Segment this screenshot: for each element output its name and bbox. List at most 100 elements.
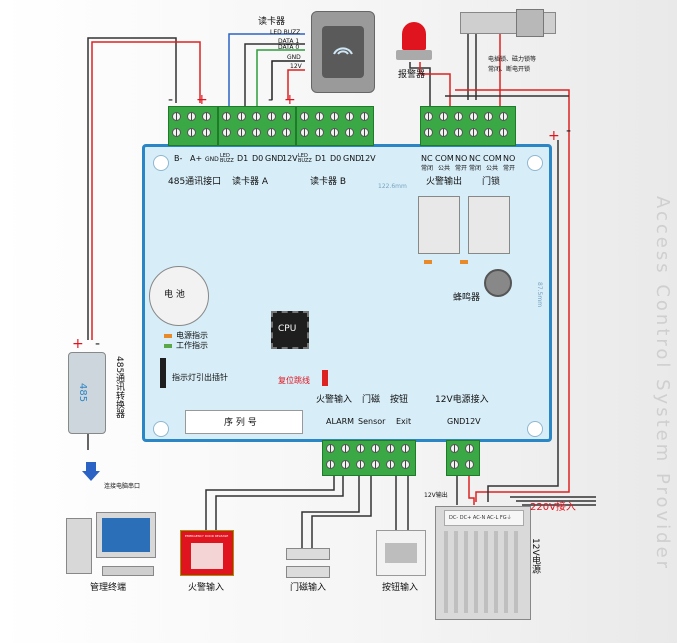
terminal-screw: [360, 128, 369, 137]
terminal-screw: [202, 128, 211, 137]
pin-12v-a: 12V: [282, 154, 298, 163]
lock-com: COM: [483, 154, 502, 163]
button-device-label: 按钮输入: [382, 583, 419, 593]
relay-led: [460, 260, 468, 264]
down-arrow-icon: [82, 462, 100, 481]
terminal-screw: [356, 444, 365, 453]
lock-note-1: 电插锁、磁力锁等: [488, 56, 537, 63]
rs485-label: 485通讯接口: [168, 177, 222, 187]
fire-sub-no: 常开: [455, 165, 468, 172]
indicator-pin-label: 指示灯引出插针: [172, 373, 228, 382]
terminal-screw: [341, 444, 350, 453]
pin-alarm: ALARM: [326, 417, 355, 426]
pin-b-minus: B-: [174, 154, 183, 163]
svg-text:+: +: [284, 92, 296, 108]
pin-gnd-power: GND: [447, 417, 466, 426]
pin-gnd-b: GND: [343, 154, 362, 163]
svg-text:-: -: [268, 92, 273, 108]
lock-label: 门锁: [482, 177, 501, 187]
terminal-screw: [237, 128, 246, 137]
button-input-label: 按钮: [390, 395, 409, 405]
terminal-screw: [371, 460, 380, 469]
pin-d0-a: D0: [252, 154, 264, 163]
pin-d1-b: D1: [315, 154, 327, 163]
reader-pin-12v: 12V: [290, 63, 302, 70]
battery: 电 池: [149, 266, 209, 326]
terminal-screw: [439, 112, 448, 121]
door-input-label: 门磁: [362, 395, 381, 405]
pin-12v-power: 12V: [465, 417, 481, 426]
wire-reader-led: [228, 33, 305, 106]
work-led-label: 工作指示: [176, 341, 208, 350]
reader-title: 读卡器: [258, 17, 286, 27]
terminal-screw: [315, 128, 324, 137]
terminal-screw: [454, 128, 463, 137]
buzzer-icon: [484, 269, 512, 297]
terminal-screw: [469, 128, 478, 137]
wire-reader-d0: [256, 49, 305, 106]
card-reader: [311, 11, 375, 93]
reader-pin-led: LED BUZZ: [270, 29, 301, 36]
terminal-screw: [315, 112, 324, 121]
lock-note-2: 常闭、断电开锁: [488, 66, 531, 73]
psu-terminals: DC- DC+ AC-N AC-L FG⏚: [449, 515, 512, 521]
pin-a-plus: A+: [190, 154, 203, 163]
terminal-screw: [484, 112, 493, 121]
fire-sub-nc: 常闭: [421, 165, 434, 172]
mount-hole: [527, 421, 543, 437]
magnetic-lock-icon: [460, 9, 556, 37]
terminal-screw: [237, 112, 246, 121]
terminal-screw: [222, 128, 231, 137]
mount-hole: [527, 155, 543, 171]
terminal-screw: [330, 112, 339, 121]
terminal-screw: [401, 444, 410, 453]
computer-icon: [66, 512, 158, 582]
fire-nc: NC: [421, 154, 433, 163]
svg-text:-: -: [168, 92, 173, 108]
terminal-screw: [172, 112, 181, 121]
terminal-screw: [450, 460, 459, 469]
terminal-screw: [345, 128, 354, 137]
pin-gnd-a: GND: [265, 154, 284, 163]
pin-sensor: Sensor: [358, 417, 386, 426]
pc-label: 管理终端: [90, 583, 127, 593]
terminal-screw: [300, 128, 309, 137]
psu-out-label: 12V输出: [424, 492, 448, 499]
fire-no: NO: [455, 154, 468, 163]
work-led: [164, 344, 172, 348]
terminal-screw: [465, 460, 474, 469]
pin-gnd: GND: [205, 156, 219, 163]
lock-sub-nc: 常闭: [469, 165, 482, 172]
reader-pin-data0: DATA 0: [278, 44, 300, 51]
terminal-inputs: [322, 440, 416, 476]
serial-label: 序 列 号: [224, 418, 257, 428]
terminal-screw: [439, 128, 448, 137]
lock-sub-no: 常开: [503, 165, 516, 172]
dimension-width: 122.6mm: [378, 183, 407, 190]
relay-lock: [468, 196, 510, 254]
alarm-siren-icon: [396, 22, 432, 62]
serial-box: 序 列 号: [185, 410, 303, 434]
svg-text:+: +: [196, 92, 208, 108]
reset-label: 复位跳线: [278, 376, 310, 385]
dimension-height: 87.5mm: [536, 282, 543, 308]
pc-note: 连接电脑串口: [104, 483, 141, 490]
fire-sub-com: 公共: [438, 165, 451, 172]
reader-a-label: 读卡器 A: [232, 177, 269, 187]
fire-device-text: EMERGENCY DOOR RELEASE: [185, 534, 229, 538]
reader-pin-gnd: GND: [287, 54, 301, 61]
power-supply: [435, 506, 531, 620]
power-led-label: 电源指示: [176, 331, 208, 340]
terminal-screw: [371, 444, 380, 453]
cpu-label: CPU: [278, 324, 297, 334]
exit-button-icon: [376, 530, 426, 576]
terminal-screw: [386, 460, 395, 469]
wire-reader-gnd: [271, 60, 305, 100]
power-input-label: 12V电源接入: [435, 395, 489, 405]
mount-hole: [153, 155, 169, 171]
reset-jumper: [322, 370, 328, 386]
rs485-converter: 485: [68, 352, 106, 434]
svg-text:-: -: [566, 123, 571, 139]
terminal-screw: [187, 128, 196, 137]
pin-d1-a: D1: [237, 154, 249, 163]
